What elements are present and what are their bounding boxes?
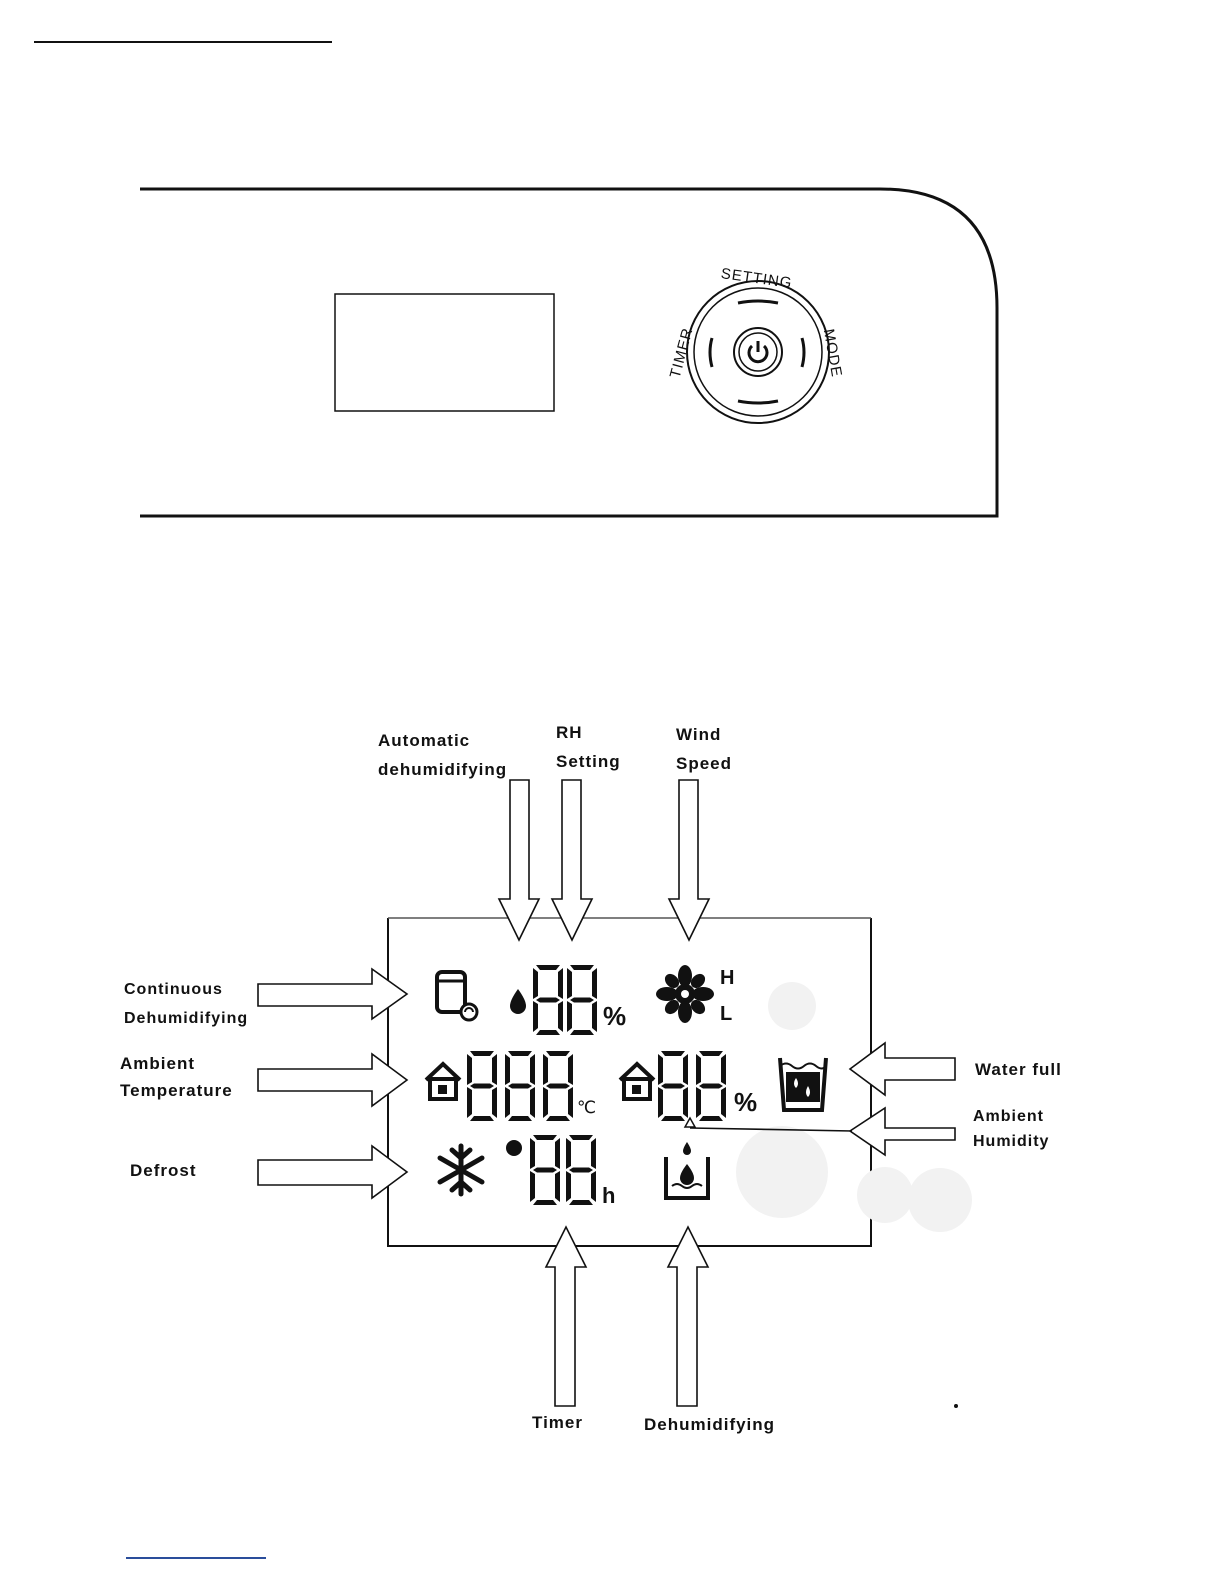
mode-label: MODE [820, 328, 845, 379]
power-icon [749, 341, 767, 362]
footer-rule [126, 1557, 266, 1559]
humidity-pointer-mark [685, 1118, 695, 1127]
label-rh-setting: RH Setting [556, 718, 621, 776]
label-defrost: Defrost [130, 1156, 197, 1185]
arrow-wind-speed [669, 780, 709, 940]
stray-dot [954, 1404, 958, 1408]
snowflake-icon [440, 1146, 482, 1194]
arrow-rh-setting [552, 780, 592, 940]
timer-label: TIMER [667, 326, 697, 380]
humidity-percent-unit: % [734, 1087, 757, 1117]
arrow-timer [546, 1227, 586, 1406]
label-line: Ambient [120, 1050, 233, 1077]
fan-icon [656, 965, 714, 1023]
label-line: Setting [556, 747, 621, 776]
label-line: Automatic [378, 726, 507, 755]
label-dehumidifying: Dehumidifying [644, 1410, 775, 1439]
label-continuous-dehumidifying: Continuous Dehumidifying [124, 975, 248, 1033]
background-smudges [736, 982, 972, 1232]
label-line: Ambient [973, 1104, 1049, 1129]
wind-speed-low: L [720, 1003, 732, 1025]
callout-arrows [258, 780, 955, 1406]
mode-button[interactable] [802, 338, 804, 367]
label-ambient-humidity: Ambient Humidity [973, 1104, 1049, 1154]
label-wind-speed: Wind Speed [676, 720, 732, 778]
timer-indicator-dot [506, 1140, 522, 1156]
timer-button[interactable] [710, 338, 712, 367]
label-ambient-temperature: Ambient Temperature [120, 1050, 233, 1104]
label-water-full: Water full [975, 1055, 1062, 1084]
temperature-unit: ℃ [577, 1098, 596, 1118]
label-line: Dehumidifying [644, 1410, 775, 1439]
label-line: Timer [532, 1408, 583, 1437]
humidity-digits [658, 1051, 726, 1121]
label-line: dehumidifying [378, 755, 507, 784]
arrow-ambient-temp [258, 1054, 407, 1106]
dehumidifying-bucket-icon [666, 1142, 708, 1198]
timer-hour-unit: h [602, 1183, 615, 1208]
arrow-automatic [499, 780, 539, 940]
rh-setting-digits [533, 965, 597, 1035]
arrow-water-full [850, 1043, 955, 1095]
arrow-dehumidifying [668, 1227, 708, 1406]
down-button[interactable] [738, 401, 778, 403]
continuous-dehumidify-icon [437, 972, 477, 1020]
rh-percent-unit: % [603, 1001, 626, 1031]
label-line: RH [556, 718, 621, 747]
label-line: Water full [975, 1055, 1062, 1084]
wind-speed-high: H [720, 967, 734, 989]
arrow-defrost [258, 1146, 407, 1198]
control-dial[interactable]: SETTING TIMER MODE [667, 265, 845, 423]
label-line: Temperature [120, 1077, 233, 1104]
setting-button[interactable] [738, 301, 778, 303]
arrow-continuous [258, 969, 407, 1019]
water-drop-icon [510, 989, 526, 1014]
label-line: Humidity [973, 1129, 1049, 1154]
house-icon [426, 1064, 460, 1099]
label-automatic-dehumidifying: Automatic dehumidifying [378, 726, 507, 784]
arrow-ambient-humidity [850, 1108, 955, 1155]
timer-digits [530, 1135, 596, 1205]
house-icon [620, 1064, 654, 1099]
control-panel [140, 189, 997, 516]
label-line: Dehumidifying [124, 1004, 248, 1033]
label-timer: Timer [532, 1408, 583, 1437]
label-line: Speed [676, 749, 732, 778]
label-line: Wind [676, 720, 732, 749]
label-line: Defrost [130, 1156, 197, 1185]
power-button[interactable] [734, 328, 782, 376]
water-bucket-full-icon [780, 1058, 826, 1110]
temperature-digits [467, 1051, 573, 1121]
label-line: Continuous [124, 975, 248, 1004]
panel-display-window [335, 294, 554, 411]
